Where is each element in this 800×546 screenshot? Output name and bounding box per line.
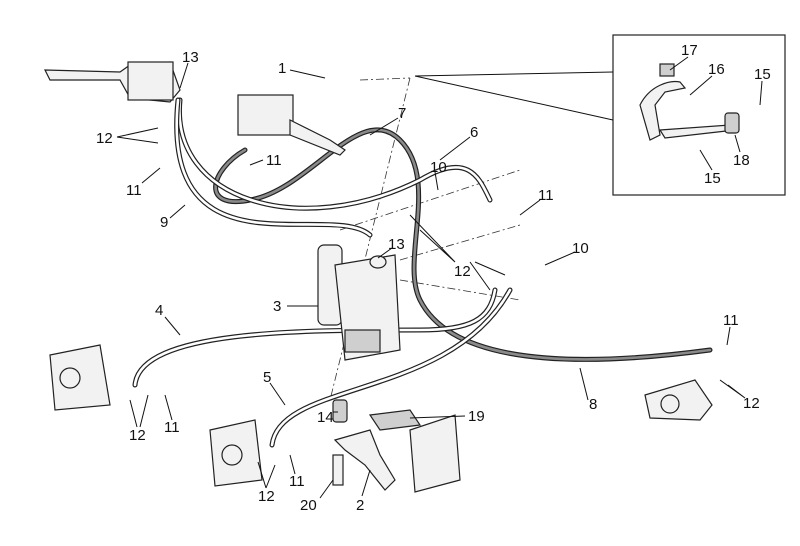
callout-labels: 13 1 7 6 12 11 10 11 11 9 13 12 10 3 4 1… xyxy=(96,42,771,514)
callout: 12 xyxy=(129,427,146,444)
hose-4 xyxy=(132,287,498,388)
inset-callout: 16 xyxy=(708,61,725,78)
callout: 13 xyxy=(388,236,405,253)
callout: 8 xyxy=(589,396,597,413)
callout: 1 xyxy=(278,60,286,77)
callout: 11 xyxy=(164,419,180,436)
abs-modulator-3 xyxy=(317,244,401,361)
relay-cover xyxy=(409,414,461,493)
callout: 11 xyxy=(538,187,554,204)
callout: 6 xyxy=(470,124,478,141)
callout: 3 xyxy=(273,298,281,315)
rear-master-cylinder xyxy=(237,94,346,156)
callout: 20 xyxy=(300,497,317,514)
callout: 2 xyxy=(356,497,364,514)
callout: 12 xyxy=(96,130,113,147)
right-front-caliper xyxy=(209,419,263,487)
callout: 14 xyxy=(317,409,334,426)
inset-callout: 18 xyxy=(733,152,750,169)
leader-lines xyxy=(116,56,763,499)
callout: 11 xyxy=(126,182,142,199)
callout: 7 xyxy=(398,105,406,122)
callout: 12 xyxy=(258,488,275,505)
spacer-14 xyxy=(332,399,348,423)
callout: 12 xyxy=(743,395,760,412)
pad-19 xyxy=(368,409,422,431)
front-master-cylinder xyxy=(44,61,181,103)
callout: 19 xyxy=(468,408,485,425)
hose-6 xyxy=(177,97,493,211)
callout: 13 xyxy=(182,49,199,66)
callout: 10 xyxy=(572,240,589,257)
hose-5 xyxy=(269,287,513,448)
callout: 11 xyxy=(266,152,282,169)
left-front-caliper xyxy=(49,344,111,411)
inset-callout: 17 xyxy=(681,42,698,59)
callout: 11 xyxy=(723,312,739,329)
inset-callout: 15 xyxy=(704,170,721,187)
bracket-2 xyxy=(333,429,396,491)
detail-inset xyxy=(414,34,786,196)
callout: 12 xyxy=(454,263,471,280)
callout: 10 xyxy=(430,159,447,176)
callout: 5 xyxy=(263,369,271,386)
rear-caliper xyxy=(644,379,713,421)
hose-7 xyxy=(213,127,713,362)
bolt-20 xyxy=(332,454,344,486)
callout: 4 xyxy=(155,302,163,319)
callout: 11 xyxy=(289,473,305,490)
inset-callout: 15 xyxy=(754,66,771,83)
callout: 9 xyxy=(160,214,168,231)
hose-9 xyxy=(174,97,373,238)
